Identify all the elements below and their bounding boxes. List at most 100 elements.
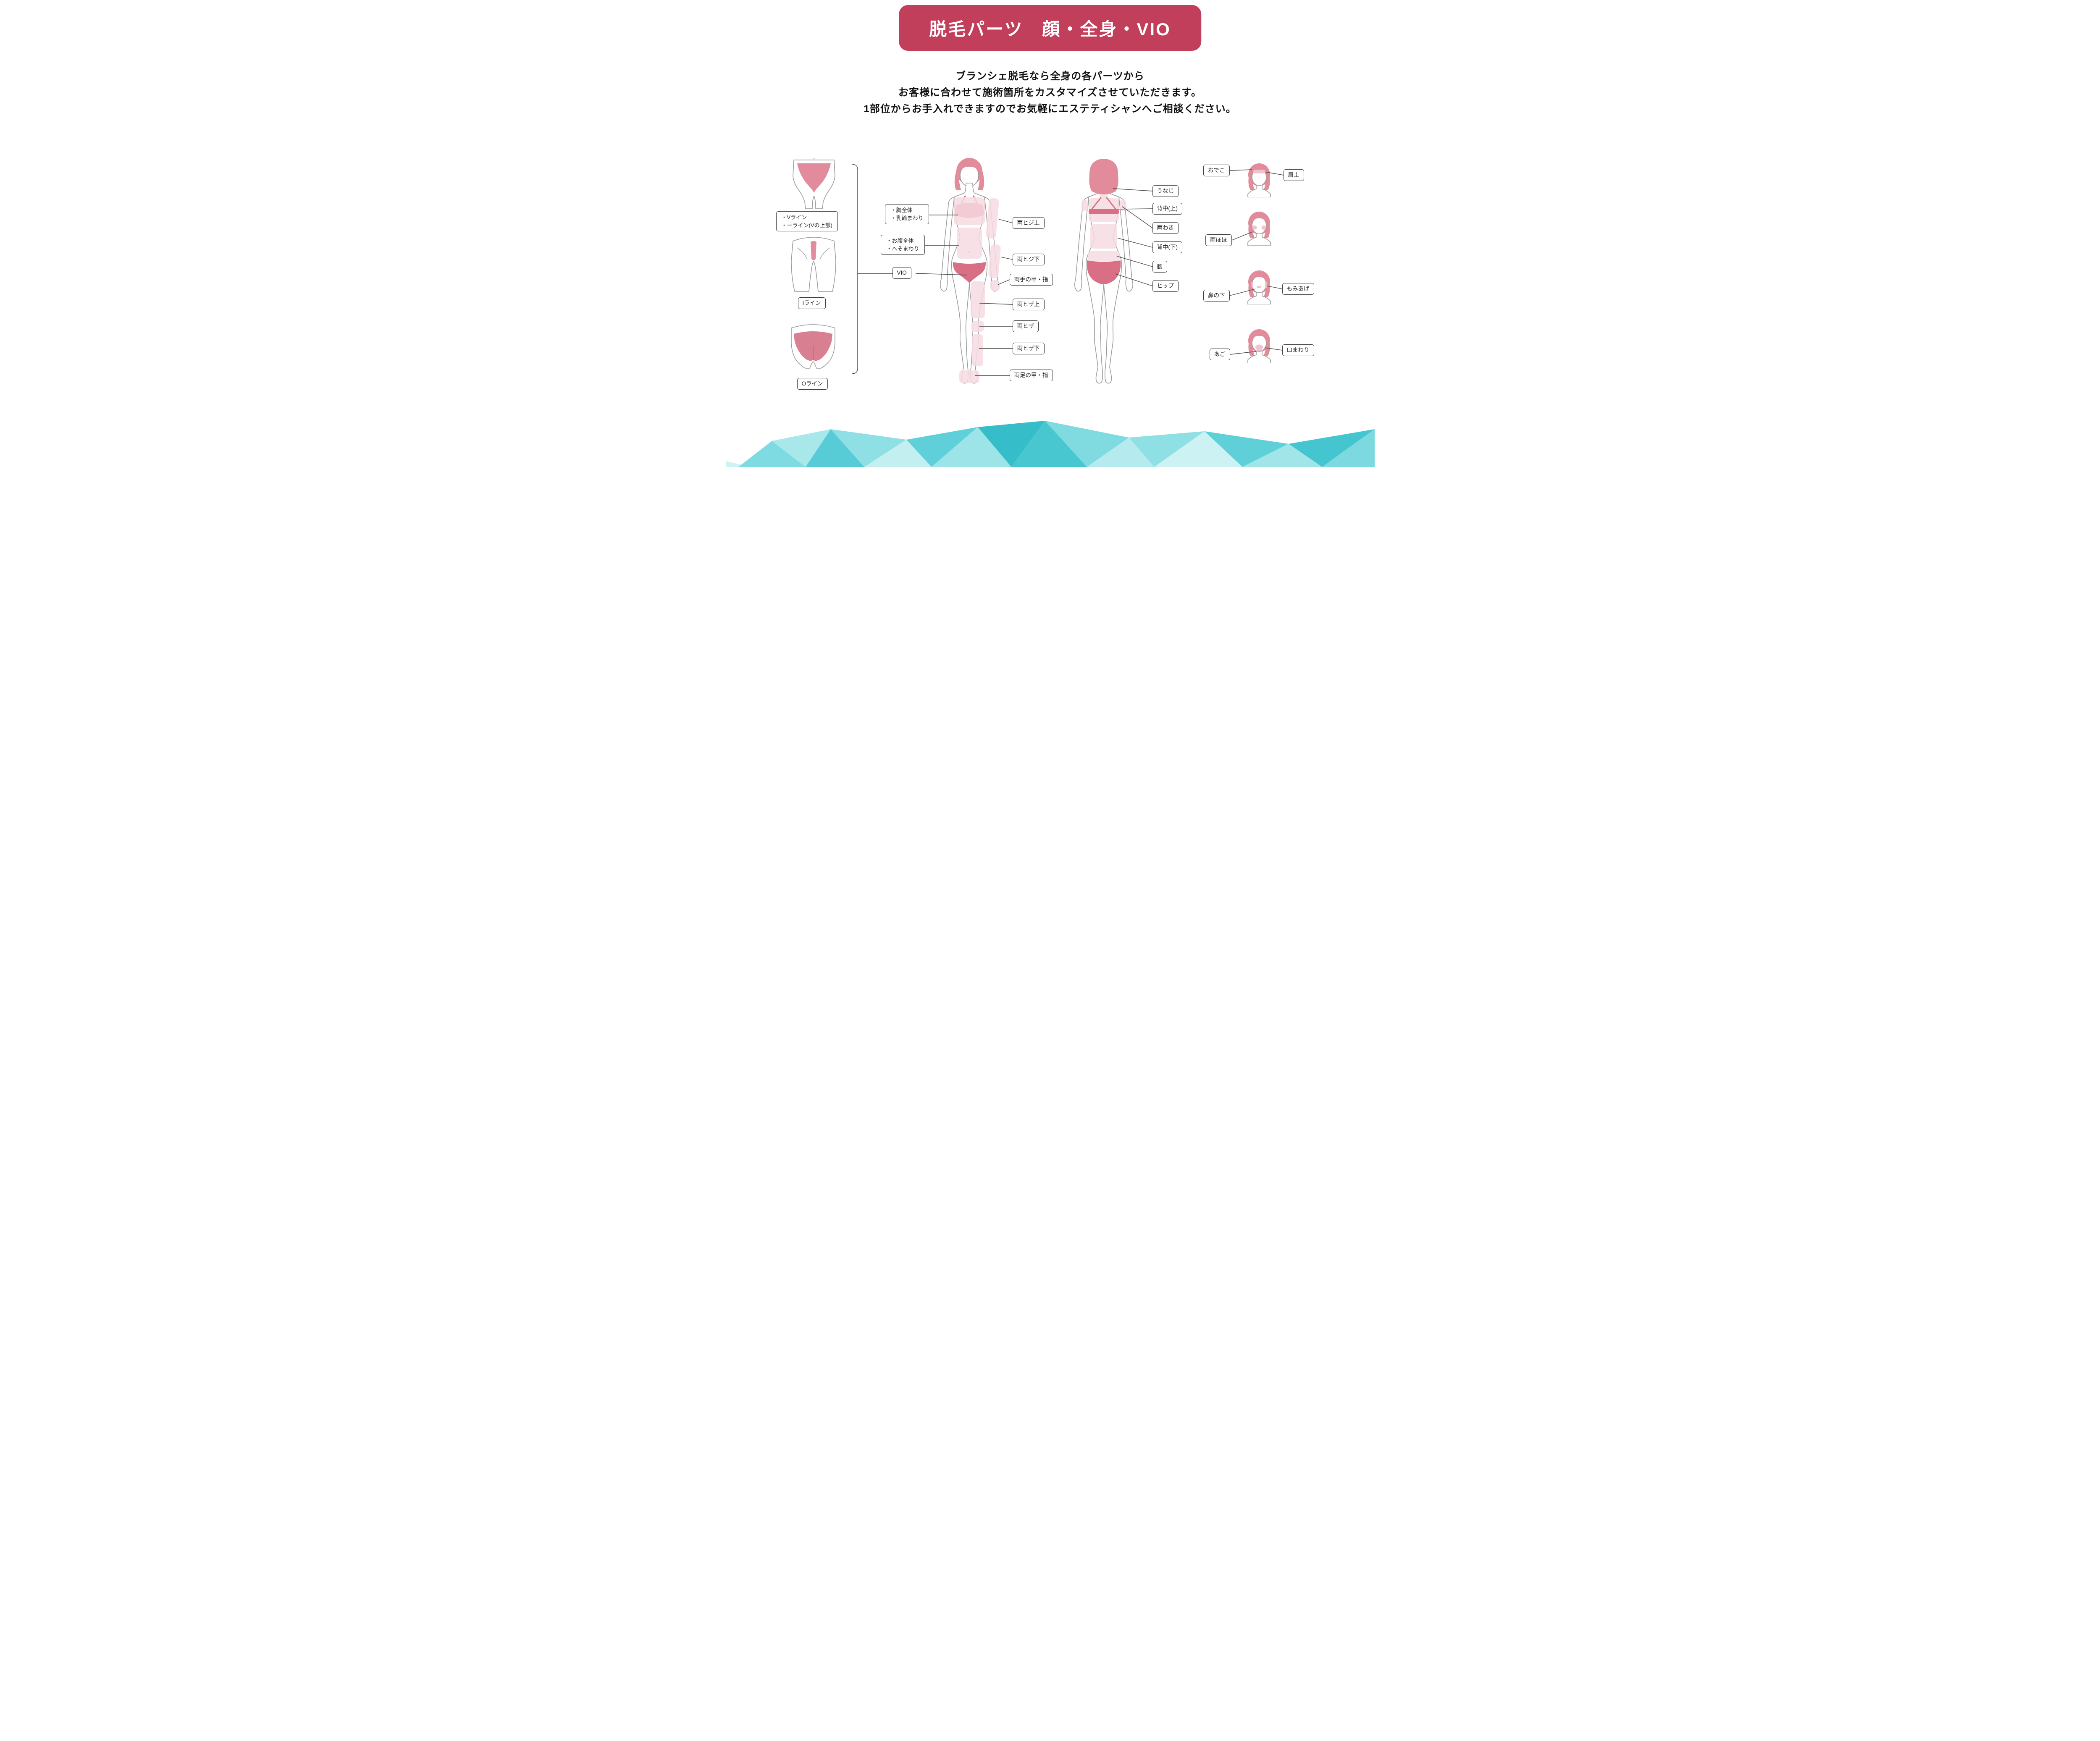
label-feet-toes: 両足の甲・指 xyxy=(1009,370,1053,381)
under-nose-zone xyxy=(1257,286,1261,288)
intro-text: ブランシェ脱毛なら全身の各パーツから お客様に合わせて施術箇所をカスタマイズさせ… xyxy=(726,68,1375,117)
label-text: Iライン xyxy=(802,300,821,306)
label-sideburns: もみあげ xyxy=(1282,283,1314,295)
vio-bracket xyxy=(851,164,858,374)
face-figure-nose-sideburns xyxy=(1247,270,1271,304)
label-waist: 腰 xyxy=(1152,261,1167,273)
hair-removal-parts-infographic: 脱毛パーツ 顔・全身・VIO ブランシェ脱毛なら全身の各パーツから お客様に合わ… xyxy=(725,0,1375,467)
label-text: 口まわり xyxy=(1286,347,1310,353)
shin-zone xyxy=(971,334,983,366)
label-above-brow: 眉上 xyxy=(1283,169,1304,181)
face-figure-chin-mouth xyxy=(1247,329,1271,363)
face-figure-cheeks xyxy=(1247,212,1271,246)
feet-zone xyxy=(959,370,979,383)
label-text: 両わき xyxy=(1157,225,1174,231)
label-i-line: Iライン xyxy=(798,297,826,309)
o-line-diagram xyxy=(790,324,835,369)
cheek-right-zone xyxy=(1261,225,1266,230)
label-hips: ヒップ xyxy=(1152,280,1179,292)
label-text: ・乳輪まわり xyxy=(890,215,924,221)
label-chin: あご xyxy=(1209,349,1230,360)
decor-mosaic xyxy=(725,421,1375,467)
title-banner: 脱毛パーツ 顔・全身・VIO xyxy=(899,5,1201,51)
crop-mark xyxy=(813,158,814,160)
label-text: 鼻の下 xyxy=(1208,292,1225,299)
label-text: 両足の甲・指 xyxy=(1014,372,1048,378)
label-around-mouth: 口まわり xyxy=(1282,344,1314,356)
label-nape: うなじ xyxy=(1152,185,1179,197)
sideburn-right-zone xyxy=(1265,282,1267,288)
label-hands-fingers: 両手の甲・指 xyxy=(1009,274,1053,286)
label-abdomen: ・お腹全体 ・へそまわり xyxy=(881,235,925,255)
label-knees: 両ヒザ xyxy=(1012,320,1039,332)
back-hair xyxy=(1089,159,1118,194)
back-body-figure xyxy=(1074,159,1133,384)
mouth-area-zone xyxy=(1255,344,1263,350)
bikini-bottom xyxy=(953,262,986,283)
lower-back-zone xyxy=(1090,224,1117,249)
sideburn-left-zone xyxy=(1251,282,1253,288)
waist-zone xyxy=(1087,251,1120,261)
label-armpits: 両わき xyxy=(1152,222,1179,234)
label-v-line: ・Vライン ・ーライン(Vの上部) xyxy=(776,211,838,231)
i-zone xyxy=(810,241,816,260)
label-text: ・お腹全体 xyxy=(886,238,914,244)
label-text: 背中(下) xyxy=(1157,244,1178,250)
knee-zone xyxy=(971,321,984,332)
label-text: ・Vライン xyxy=(781,214,807,220)
v-line-diagram xyxy=(792,158,835,209)
label-text: 両ヒザ上 xyxy=(1017,301,1040,307)
upper-arm-zone xyxy=(986,198,999,239)
label-text: 両ヒジ下 xyxy=(1017,256,1040,262)
label-text: ヒップ xyxy=(1157,283,1174,289)
label-o-line: Oライン xyxy=(797,378,828,390)
label-upper-back: 背中(上) xyxy=(1152,203,1182,215)
armpit-left-zone xyxy=(1081,200,1088,211)
label-text: うなじ xyxy=(1157,188,1174,194)
front-left-arm xyxy=(940,197,955,292)
intro-line-1: ブランシェ脱毛なら全身の各パーツから xyxy=(956,71,1144,82)
label-text: 両ヒジ上 xyxy=(1017,220,1040,226)
bikini-back-band xyxy=(1088,209,1119,214)
label-below-knees: 両ヒザ下 xyxy=(1012,343,1045,354)
back-right-arm xyxy=(1118,197,1133,292)
intro-line-3: 1部位からお手入れできますのでお気軽にエステティシャンへご相談ください。 xyxy=(864,103,1236,115)
label-text: ・ーライン(Vの上部) xyxy=(781,222,832,228)
label-above-knees: 両ヒザ上 xyxy=(1012,299,1045,310)
i-line-diagram xyxy=(790,237,836,292)
label-chest: ・胸全体 ・乳輪まわり xyxy=(885,204,929,224)
label-under-nose: 鼻の下 xyxy=(1203,290,1230,302)
abdomen-zone xyxy=(956,228,982,259)
label-text: ・へそまわり xyxy=(886,246,919,252)
v-zone xyxy=(797,163,831,193)
thigh-zone xyxy=(970,281,985,318)
chest-zone xyxy=(953,197,985,225)
armpit-right-zone xyxy=(1119,200,1126,211)
label-vio: VIO xyxy=(892,267,911,279)
label-text: VIO xyxy=(897,270,907,276)
cheek-left-zone xyxy=(1252,225,1257,230)
face-figure-forehead xyxy=(1247,163,1271,197)
label-text: 両ヒザ xyxy=(1017,323,1034,329)
front-body-figure xyxy=(940,158,1001,384)
hand-zone xyxy=(990,280,1000,291)
label-text: ・胸全体 xyxy=(890,207,913,213)
forearm-zone xyxy=(988,244,1001,278)
label-text: 両手の甲・指 xyxy=(1014,276,1048,283)
label-text: あご xyxy=(1214,351,1226,357)
label-text: 両ヒザ下 xyxy=(1017,345,1040,351)
label-text: 背中(上) xyxy=(1157,205,1178,212)
forehead-zone xyxy=(1253,170,1265,173)
label-below-elbows: 両ヒジ下 xyxy=(1012,254,1045,265)
label-text: Oライン xyxy=(801,380,823,387)
page-title: 脱毛パーツ 顔・全身・VIO xyxy=(929,19,1171,39)
chin-zone xyxy=(1256,349,1262,351)
label-text: おでこ xyxy=(1208,167,1225,173)
label-above-elbows: 両ヒジ上 xyxy=(1012,217,1045,229)
label-text: もみあげ xyxy=(1286,286,1310,292)
back-left-arm xyxy=(1074,197,1089,292)
hip-zone xyxy=(1087,260,1121,284)
label-text: 両ほほ xyxy=(1210,237,1227,243)
label-lower-back: 背中(下) xyxy=(1152,241,1182,253)
label-cheeks: 両ほほ xyxy=(1205,234,1232,246)
